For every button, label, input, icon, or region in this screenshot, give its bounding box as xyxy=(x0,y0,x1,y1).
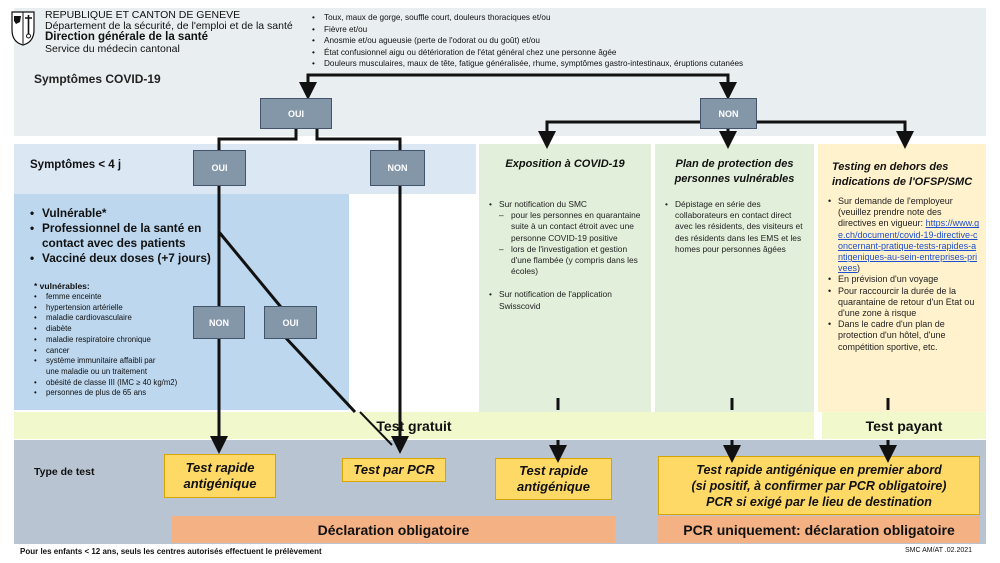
protection-column: Plan de protection des personnes vulnéra… xyxy=(655,144,814,412)
geneva-coat-of-arms-icon xyxy=(11,11,35,46)
paid-test-line: PCR si exigé par le lieu de destination xyxy=(706,494,932,509)
symptom-item: Douleurs musculaires, maux de tête, fati… xyxy=(312,58,743,70)
symptom-item: Toux, maux de gorge, souffle court, doul… xyxy=(312,12,743,24)
testing-bullet-end: ) xyxy=(857,263,861,274)
footer-note: Pour les enfants < 12 ans, seuls les cen… xyxy=(20,547,322,556)
vulnerable-item: diabète xyxy=(34,324,177,335)
vulnerable-item: cancer xyxy=(34,346,177,357)
symptom-item: État confusionnel aigu ou détérioration … xyxy=(312,47,743,59)
free-test-band: Test gratuit xyxy=(14,412,814,439)
decision-oui-vulnerable: OUI xyxy=(264,306,317,339)
criteria-item: Vacciné deux doses (+7 jours) xyxy=(30,251,211,266)
exposition-dash: pour les personnes en quarantaine suite … xyxy=(489,210,645,244)
exposition-bullet: Sur notification du SMC xyxy=(489,199,645,210)
testing-bullet: Dans le cadre d'un plan de protection d'… xyxy=(828,319,980,353)
vulnerable-items: femme enceinte hypertension artérielle m… xyxy=(34,292,177,399)
header-service: Service du médecin cantonal xyxy=(45,43,180,55)
protection-title: Plan de protection des personnes vulnéra… xyxy=(674,158,795,185)
exposition-dash: lors de l'investigation et gestion d'une… xyxy=(489,244,645,278)
criteria-item-cont: contact avec des patients xyxy=(30,236,211,251)
testing-bullet: En prévision d'un voyage xyxy=(828,274,980,285)
criteria-item: Professionnel de la santé en xyxy=(30,221,211,236)
directive-link[interactable]: https://www.ge.ch/document/covid-19-dire… xyxy=(838,218,980,274)
decision-non-duration: NON xyxy=(370,150,425,186)
vulnerable-item: femme enceinte xyxy=(34,292,177,303)
testing-title: Testing en dehors des indications de l'O… xyxy=(832,161,973,188)
vulnerable-item: système immunitaire affaibli par xyxy=(34,356,177,367)
decision-oui-symptoms: OUI xyxy=(260,98,332,129)
paid-test-line: (si positif, à confirmer par PCR obligat… xyxy=(691,478,947,493)
criteria-item: Vulnérable* xyxy=(30,206,211,221)
header-department: Département de la sécurité, de l'emploi … xyxy=(45,20,293,32)
paid-test-band: Test payant xyxy=(822,412,986,439)
criteria-item-text: contact avec des patients xyxy=(42,236,186,250)
testing-bullet-text: Sur demande de l'employeur (veuillez pre… xyxy=(838,196,953,229)
vulnerable-item: maladie cardiovasculaire xyxy=(34,313,177,324)
testing-column: Testing en dehors des indications de l'O… xyxy=(818,144,986,412)
exposition-title: Exposition à COVID-19 xyxy=(505,158,625,170)
pcr-test-box: Test par PCR xyxy=(342,458,446,482)
vulnerable-item-cont: une maladie ou un traitement xyxy=(46,366,147,376)
vulnerable-item: maladie respiratoire chronique xyxy=(34,335,177,346)
testing-bullet: Sur demande de l'employeur (veuillez pre… xyxy=(828,196,980,274)
symptoms-list: Toux, maux de gorge, souffle court, doul… xyxy=(312,12,743,70)
testing-body: Sur demande de l'employeur (veuillez pre… xyxy=(828,196,980,353)
vulnerable-criteria: Vulnérable* Professionnel de la santé en… xyxy=(30,206,211,266)
protection-bullet: Dépistage en série des collaborateurs en… xyxy=(665,199,807,255)
symptom-item: Anosmie et/ou agueusie (perte de l'odora… xyxy=(312,35,743,47)
decision-oui-duration: OUI xyxy=(193,150,246,186)
rapid-antigen-test-box: Test rapide antigénique xyxy=(164,454,276,498)
vulnerable-item: obésité de classe III (IMC ≥ 40 kg/m2) xyxy=(34,378,177,389)
protection-body: Dépistage en série des collaborateurs en… xyxy=(665,199,807,255)
paid-test-line: Test rapide antigénique en premier abord xyxy=(696,462,942,477)
test-type-label: Type de test xyxy=(34,466,95,478)
symptom-item: Fièvre et/ou xyxy=(312,24,743,36)
exposition-column: Exposition à COVID-19 Sur notification d… xyxy=(479,144,651,412)
vulnerable-item: hypertension artérielle xyxy=(34,303,177,314)
header-direction: Direction générale de la santé xyxy=(45,31,208,43)
decision-non-vulnerable: NON xyxy=(193,306,245,339)
footer-reference: SMC AM/AT .02.2021 xyxy=(905,547,973,554)
pcr-declaration-bar: PCR uniquement: déclaration obligatoire xyxy=(658,516,980,543)
vulnerable-item: personnes de plus de 65 ans xyxy=(34,388,177,399)
symptoms-duration-label: Symptômes < 4 j xyxy=(30,159,122,171)
testing-bullet: Pour raccourcir la durée de la quarantai… xyxy=(828,286,980,320)
rapid-antigen-test-box-exposure: Test rapide antigénique xyxy=(495,458,612,500)
exposition-bullet: Sur notification de l'application Swissc… xyxy=(489,289,645,311)
header-republic: REPUBLIQUE ET CANTON DE GENEVE xyxy=(45,9,241,21)
paid-test-box: Test rapide antigénique en premier abord… xyxy=(658,456,980,515)
exposition-body: Sur notification du SMC pour les personn… xyxy=(489,199,645,312)
vulnerable-title: * vulnérables: xyxy=(34,281,90,291)
decision-non-symptoms: NON xyxy=(700,98,757,129)
mandatory-declaration-bar: Déclaration obligatoire xyxy=(172,516,615,543)
symptoms-title: Symptômes COVID-19 xyxy=(34,72,161,86)
